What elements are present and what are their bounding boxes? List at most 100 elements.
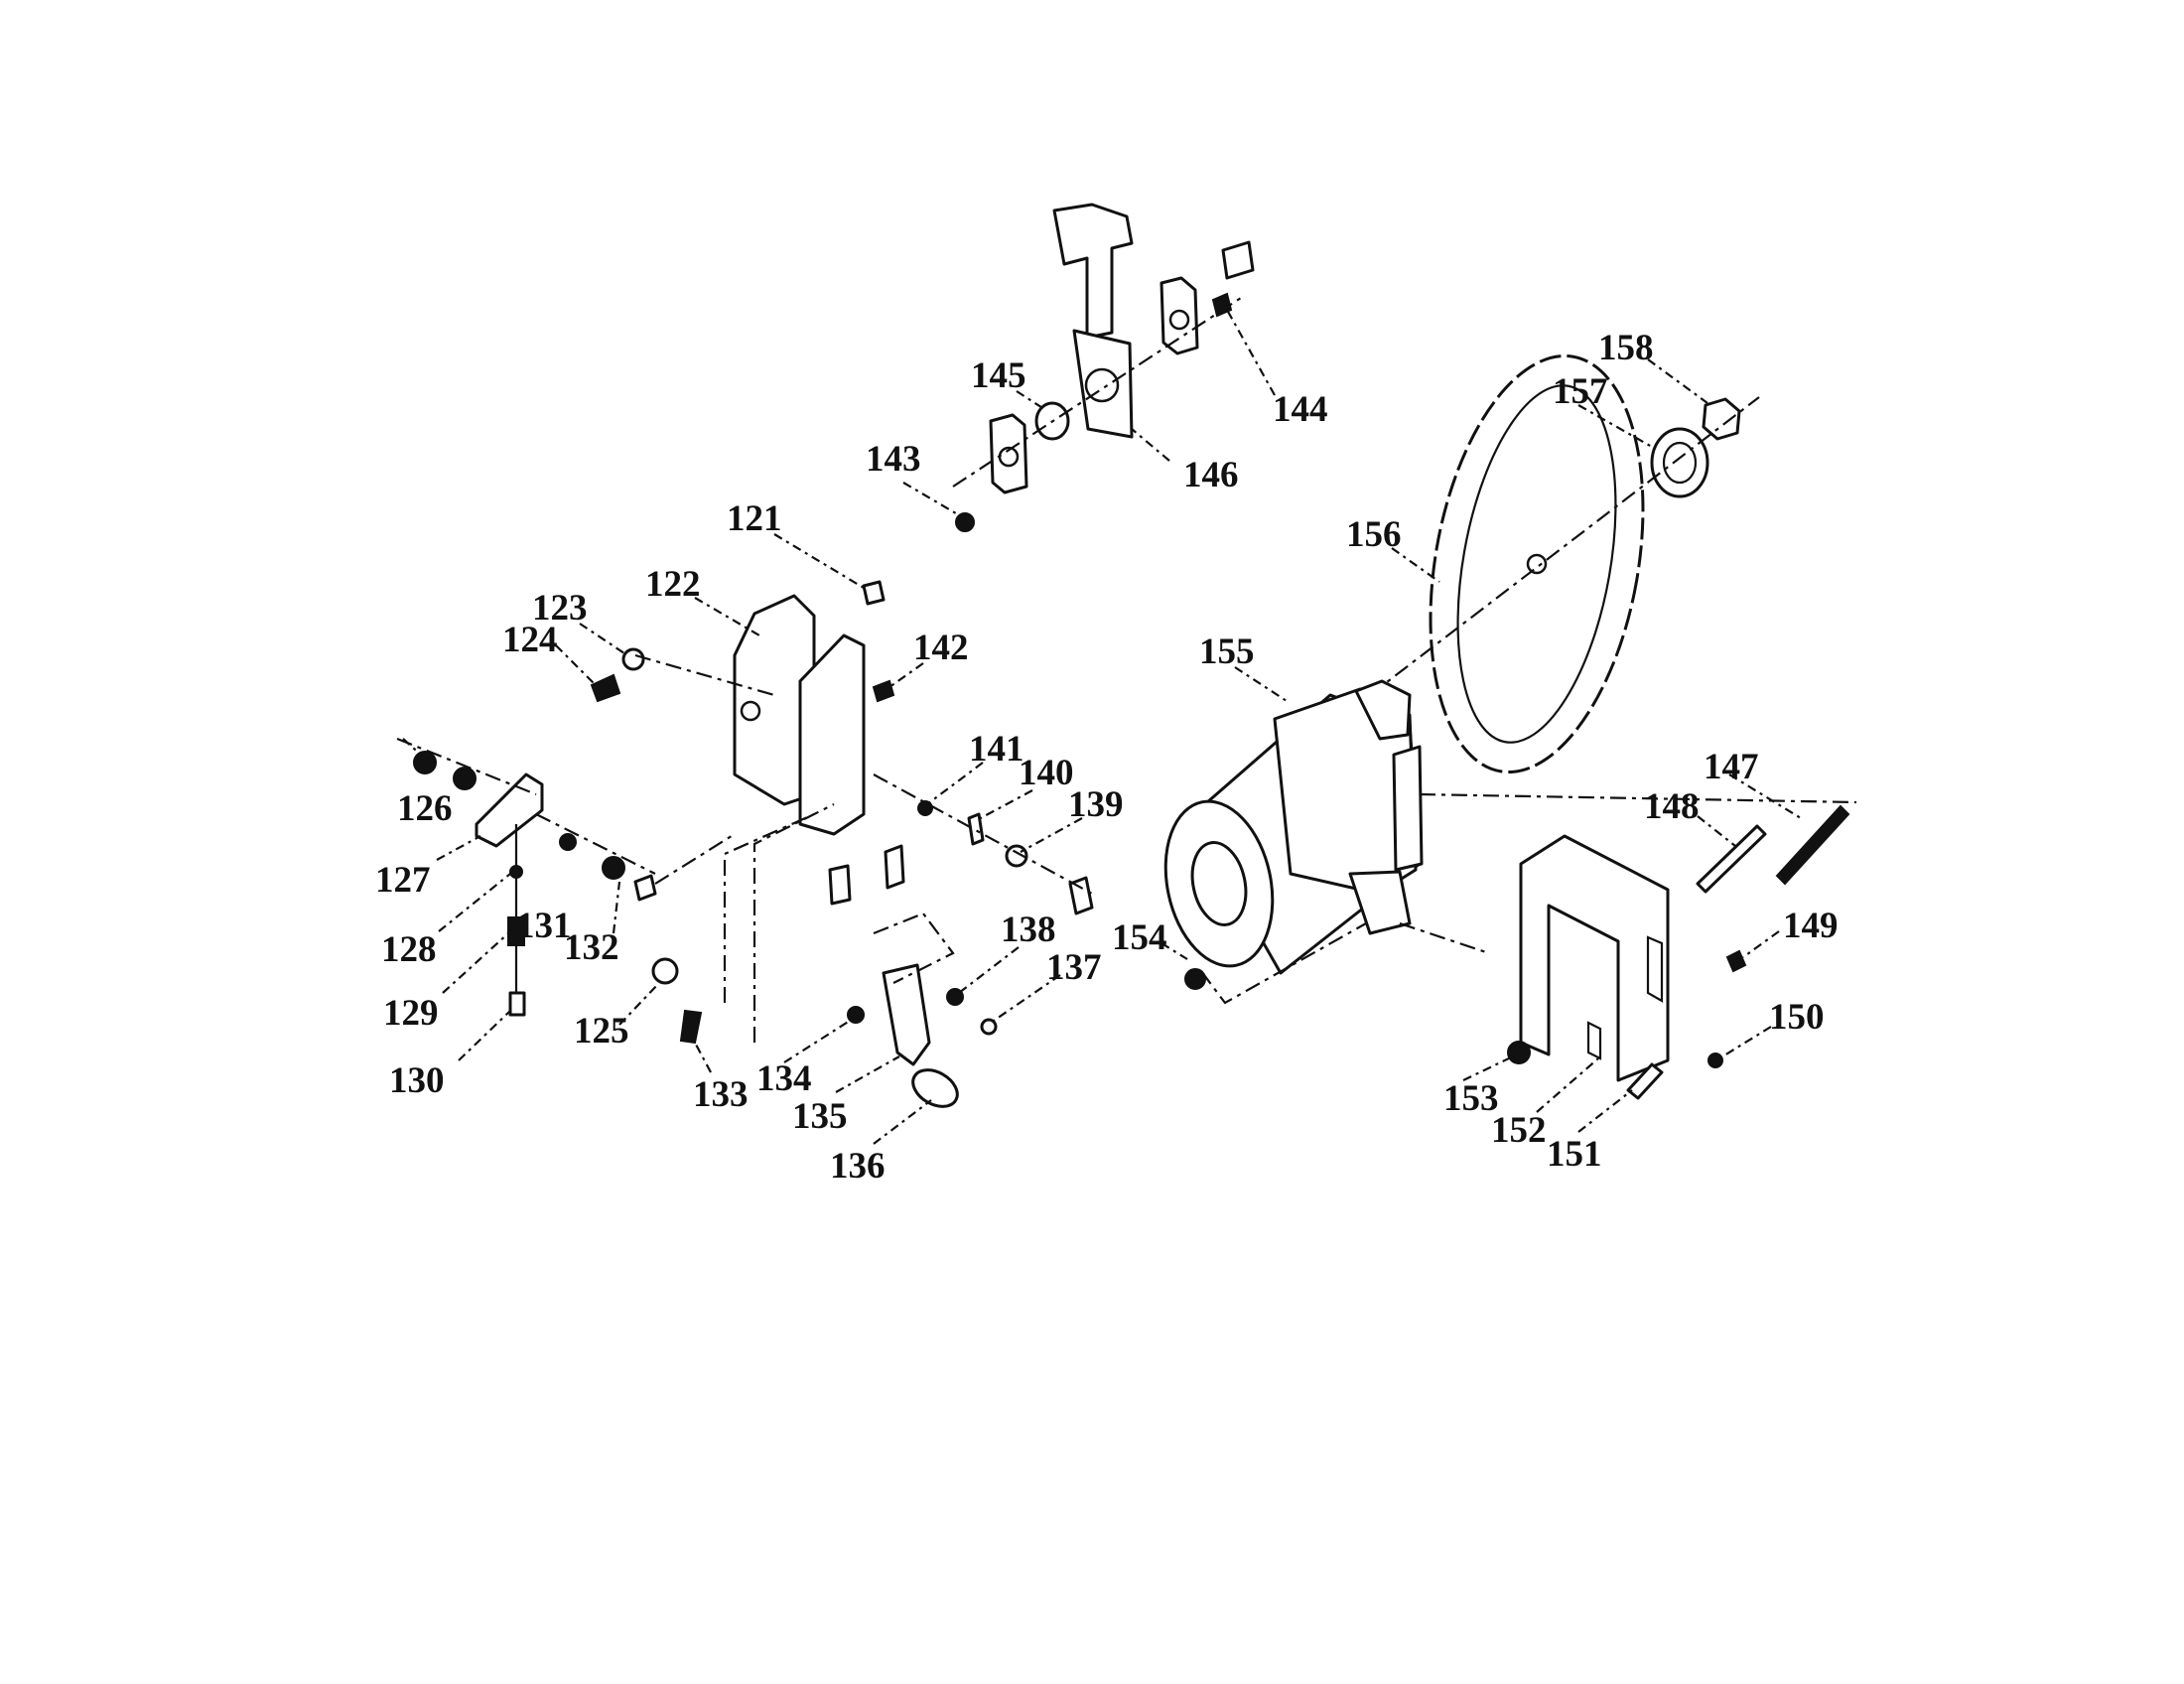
label-153: 153 [1443,1078,1499,1119]
label-149: 149 [1783,906,1839,946]
switch-tab-right [884,844,905,890]
blade-arbor-hole [1526,553,1548,575]
label-133: 133 [693,1074,749,1115]
nut-143 [955,512,975,532]
nut-141 [917,800,933,816]
label-151: 151 [1547,1134,1602,1175]
leader-150 [1718,1026,1772,1059]
label-147: 147 [1704,747,1759,787]
motor-shaft-housing [1354,679,1412,741]
screw-140 [967,812,985,846]
leader-151 [1577,1089,1633,1133]
screw-149-head [1725,949,1747,973]
leader-154 [1160,942,1188,960]
part-number-labels: 121 122 123 124 125 126 127 128 129 130 … [375,328,1839,1187]
label-123: 123 [532,588,588,629]
leader-lines [402,309,1802,1145]
label-135: 135 [792,1096,848,1137]
label-130: 130 [389,1060,445,1101]
label-155: 155 [1199,632,1255,672]
motor-mount-foot [1348,870,1412,935]
bolt-133 [679,1009,703,1045]
label-140: 140 [1019,753,1074,793]
clamp-block-127 [475,772,544,848]
outer-flange-157 [1650,427,1709,498]
outer-flange-ring [1662,441,1698,485]
bracket-slot [1646,935,1664,1003]
nut-132-group [602,856,625,880]
label-143: 143 [866,439,921,480]
label-150: 150 [1769,997,1825,1038]
label-126: 126 [397,788,453,829]
trunnion-axis [634,653,1093,895]
label-152: 152 [1491,1110,1547,1151]
label-134: 134 [756,1058,812,1099]
upper-bracket-assembly [952,203,1255,532]
label-148: 148 [1644,786,1700,827]
saw-blade-inner [1456,384,1617,744]
bracket-bolt-axis [1419,792,1857,804]
switch-plate [1068,876,1094,915]
label-127: 127 [375,860,431,901]
knob-136 [911,1068,959,1108]
leader-121 [773,533,865,589]
leader-135 [835,1055,900,1093]
leader-141 [926,762,984,805]
label-125: 125 [574,1011,629,1052]
washer-126a [413,751,437,774]
label-124: 124 [502,620,558,660]
label-156: 156 [1346,514,1402,555]
bracket-foot-axis [1399,921,1490,955]
leader-157 [1577,404,1653,448]
label-145: 145 [971,355,1026,396]
pin-148 [1696,824,1767,894]
leader-125 [618,982,660,1026]
leader-130 [458,1010,511,1061]
sleeve-131 [507,916,525,946]
label-141: 141 [969,729,1024,770]
motor-end-cap-inner [1190,841,1248,926]
pin-151 [1626,1062,1664,1100]
nut-150 [1707,1052,1723,1068]
cam-block-121 [862,580,886,606]
label-122: 122 [645,564,701,605]
end-cap-130 [508,991,526,1017]
label-129: 129 [383,993,439,1034]
leader-145 [1016,390,1045,410]
bracket-slot-lower [1586,1021,1602,1060]
leader-136 [873,1099,932,1145]
motor-bracket-assembly [1399,792,1857,1100]
blade-assembly [1369,353,1760,774]
screw-142 [872,679,895,703]
leader-153 [1462,1055,1514,1081]
label-157: 157 [1553,371,1608,412]
leader-144 [1226,309,1276,396]
leader-127 [436,835,481,861]
leader-138 [958,946,1020,994]
label-121: 121 [727,498,782,539]
trunnion-hole [740,700,761,722]
leader-122 [694,597,760,636]
support-arm-bracket [1052,203,1134,340]
label-132: 132 [564,927,619,968]
washer-153 [1507,1041,1531,1064]
label-144: 144 [1273,389,1328,430]
motor-assembly [1163,679,1424,975]
leader-132 [612,881,621,934]
label-146: 146 [1183,455,1239,495]
rod-axis [396,737,736,885]
leader-156 [1391,547,1440,583]
leader-152 [1536,1057,1599,1113]
label-142: 142 [913,628,969,668]
leader-146 [1131,428,1170,462]
clip-128 [509,865,523,879]
label-136: 136 [830,1146,886,1187]
leader-158 [1647,358,1708,404]
clip-plate [1221,240,1255,280]
lever-axis [873,912,955,984]
leader-126 [402,738,424,758]
leader-148 [1697,815,1736,847]
switch-axis [723,803,835,1043]
arbor-nut-158 [1702,397,1741,441]
label-158: 158 [1598,328,1654,368]
